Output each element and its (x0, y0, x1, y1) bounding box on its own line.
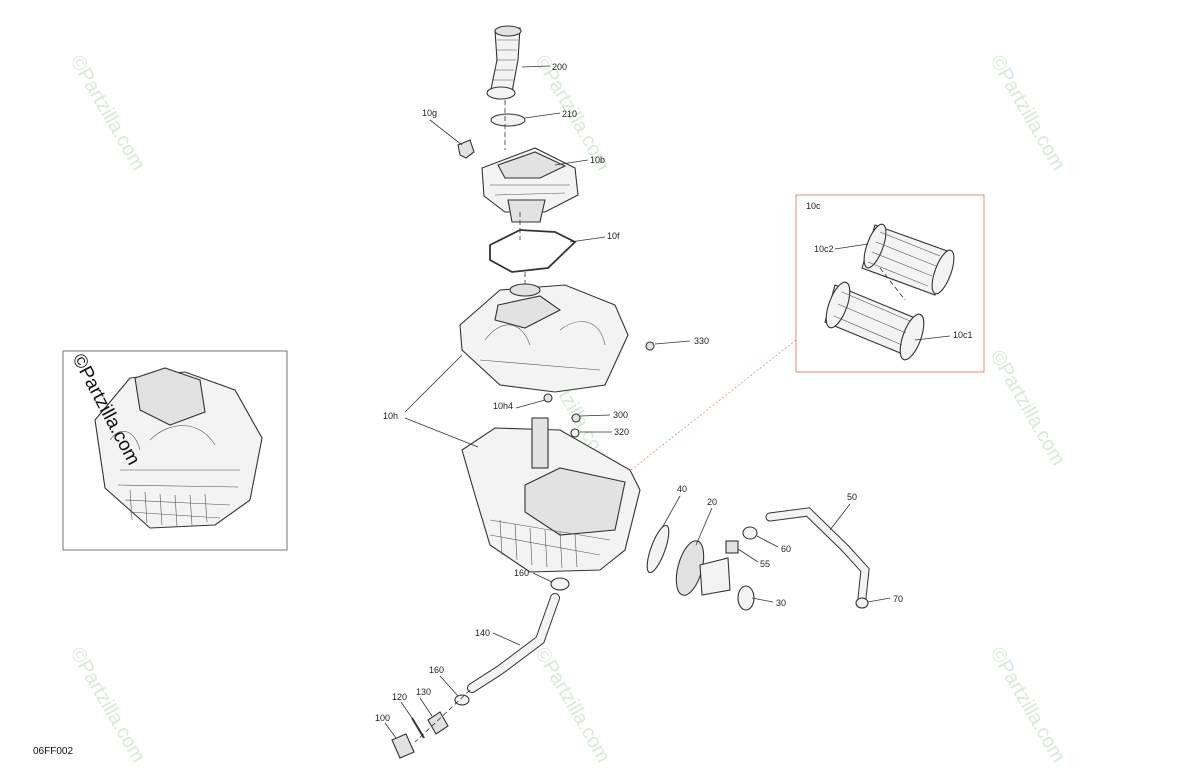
part-330-screw (645, 341, 655, 351)
part-40-seal (646, 524, 670, 574)
label-120: 120 (392, 692, 407, 702)
watermark-8: ©Partzilla.com (986, 644, 1070, 767)
part-55-fitting (725, 540, 739, 554)
part-10h4-bolt (543, 393, 553, 403)
label-70: 70 (893, 594, 903, 604)
part-10g-clip (457, 139, 475, 159)
watermark-5: ©Partzilla.com (986, 347, 1070, 470)
part-160-clamp-upper (550, 577, 570, 591)
label-10h4: 10h4 (493, 401, 513, 411)
label-30: 30 (776, 598, 786, 608)
part-upper-airbox (459, 283, 629, 393)
label-300: 300 (613, 410, 628, 420)
label-10c: 10c (806, 201, 821, 211)
label-320: 320 (614, 427, 629, 437)
label-10f: 10f (607, 231, 620, 241)
part-lower-airbox (461, 417, 641, 573)
label-55: 55 (760, 559, 770, 569)
watermark-1: ©Partzilla.com (66, 52, 150, 175)
label-10b: 10b (590, 155, 605, 165)
label-50: 50 (847, 492, 857, 502)
inset-fins (129, 489, 208, 527)
label-210: 210 (562, 109, 577, 119)
label-20: 20 (707, 497, 717, 507)
label-60: 60 (781, 544, 791, 554)
watermark-7: ©Partzilla.com (531, 644, 615, 767)
label-10c1: 10c1 (953, 330, 973, 340)
label-160-lower: 160 (429, 665, 444, 675)
part-20-adapter (675, 540, 731, 596)
label-330: 330 (694, 336, 709, 346)
part-160-clamp-lower (454, 694, 470, 706)
part-30-clamp (737, 585, 755, 611)
part-70-clamp (855, 597, 869, 609)
label-140: 140 (475, 628, 490, 638)
part-120-spring (411, 717, 425, 739)
overview-inset: ©Partzilla.com (62, 350, 288, 551)
part-320-washer (570, 428, 580, 438)
label-130: 130 (416, 687, 431, 697)
watermark-3: ©Partzilla.com (986, 52, 1070, 175)
lower-fins (499, 519, 578, 569)
watermark-6: ©Partzilla.com (66, 644, 150, 767)
label-10g: 10g (422, 108, 437, 118)
label-200: 200 (552, 62, 567, 72)
part-10b-cover (481, 147, 579, 223)
part-100-cap (391, 733, 415, 759)
label-10c2: 10c2 (814, 244, 834, 254)
label-10h: 10h (383, 411, 398, 421)
label-160-upper: 160 (514, 568, 529, 578)
part-10f-gasket (489, 229, 577, 273)
callout-labels: 200 210 10g 10b 10f 330 10h 10h4 300 320… (375, 62, 903, 723)
label-100: 100 (375, 713, 390, 723)
part-300-bolt (571, 413, 581, 423)
part-200-intake-hose (486, 25, 522, 100)
part-130-fitting (427, 711, 449, 735)
leader-lines (384, 65, 891, 739)
part-210-clamp (490, 113, 526, 127)
label-40: 40 (677, 484, 687, 494)
diagram-code: 06FF002 (33, 746, 73, 757)
filter-detail-box: 10c 10c2 10c1 (607, 194, 985, 489)
part-60-clamp (742, 526, 758, 540)
